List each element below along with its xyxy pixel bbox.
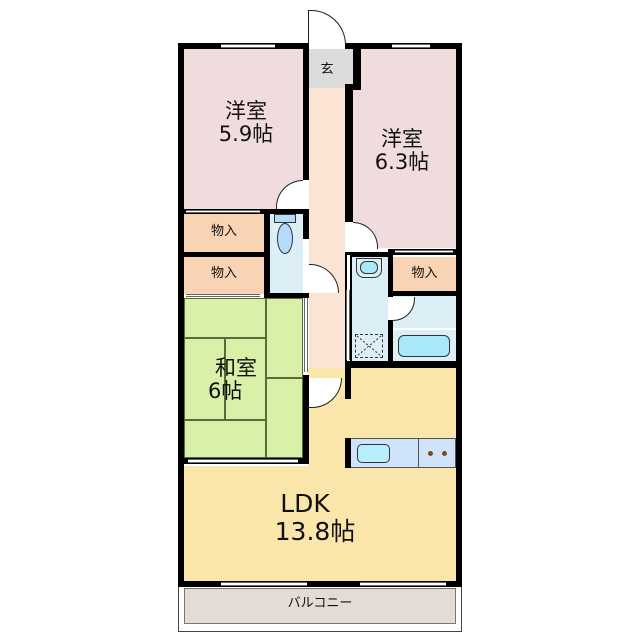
- western-room-2: [353, 49, 456, 248]
- window-room2-storage[interactable]: [395, 250, 453, 253]
- tatami-mat: [184, 298, 266, 338]
- tatami-mat: [184, 420, 266, 458]
- wall-storage-divider: [184, 252, 270, 257]
- hallway: [309, 88, 345, 378]
- window-japanese-ldk[interactable]: [188, 459, 298, 463]
- wall-wash-top: [345, 252, 393, 257]
- wall-storage-right: [264, 209, 270, 298]
- room-name: 洋室: [225, 99, 267, 123]
- room-label-western-1: 洋室 5.9帖: [196, 99, 296, 147]
- wall-ldk-stub: [345, 361, 351, 399]
- ldk-room: [184, 466, 456, 581]
- room-size: 6.3帖: [374, 150, 430, 175]
- room-name: LDK: [280, 489, 330, 518]
- room-label-japanese: 和室 6帖: [186, 356, 286, 404]
- tatami-mat: [266, 378, 303, 458]
- room-label-entrance: 玄: [320, 62, 334, 77]
- tatami-mat: [184, 338, 225, 420]
- wall-toilet-right: [303, 209, 309, 239]
- room-size: 6帖: [208, 379, 243, 404]
- sink-icon: [357, 444, 390, 463]
- wall-bath-bottom: [345, 361, 456, 368]
- entrance-door[interactable]: [308, 10, 346, 45]
- window-room2[interactable]: [392, 44, 430, 48]
- wall-hall-left: [303, 43, 309, 180]
- room-label-western-2: 洋室 6.3帖: [352, 127, 452, 175]
- wall-entrance-bottom: [345, 84, 361, 90]
- room-size: 13.8帖: [274, 516, 356, 546]
- stove-burner-icon: [442, 451, 447, 456]
- room-label-storage-2: 物入: [210, 266, 237, 281]
- kitchen-wall: [345, 438, 351, 468]
- room-label-balcony: バルコニー: [287, 596, 353, 611]
- toilet-bowl-icon: [277, 223, 293, 254]
- western-room-1: [184, 49, 303, 211]
- window-storage2[interactable]: [186, 294, 260, 297]
- sliding-door-japanese-hall[interactable]: [304, 298, 308, 372]
- wall-left: [178, 43, 184, 587]
- window-storage1[interactable]: [186, 210, 260, 213]
- tatami-mat: [225, 338, 266, 420]
- wall-wash-right-lower: [388, 320, 393, 365]
- sliding-door-wash-hall[interactable]: [346, 290, 350, 360]
- window-ldk-balcony-1[interactable]: [221, 582, 307, 586]
- room-name: 和室: [215, 356, 257, 380]
- wall-bottom: [178, 581, 462, 587]
- storage-1: [184, 214, 264, 252]
- window-ldk-balcony-2[interactable]: [360, 582, 446, 586]
- wall-toilet-bottom: [264, 293, 309, 298]
- wall-entrance-right: [353, 43, 361, 90]
- stove-burner-icon: [428, 451, 433, 456]
- room-size: 5.9帖: [218, 122, 274, 147]
- wall-storage3-bottom: [388, 291, 456, 296]
- washing-machine-pan-icon: [355, 334, 383, 358]
- window-room1[interactable]: [221, 44, 275, 48]
- wall-hall-right: [345, 86, 353, 222]
- bathtub-icon: [398, 335, 450, 357]
- entrance-step: [345, 49, 353, 86]
- counter-divider: [418, 438, 419, 468]
- tatami-mat: [266, 298, 303, 378]
- storage-3: [393, 257, 456, 291]
- room-label-ldk: LDK 13.8帖: [240, 490, 370, 545]
- room-label-storage-1: 物入: [210, 224, 237, 239]
- wall-right: [456, 43, 462, 587]
- washbasin-bowl-icon: [360, 261, 378, 274]
- toilet-tank-icon: [274, 214, 296, 223]
- room-label-storage-3: 物入: [411, 266, 438, 281]
- entrance: [309, 49, 345, 88]
- washing-machine-cross-icon: [356, 335, 382, 357]
- wall-wash-right: [388, 252, 393, 297]
- room-name: 洋室: [381, 127, 423, 151]
- storage-2: [184, 257, 264, 294]
- wall-japanese-right: [303, 375, 309, 464]
- balcony-floor: [184, 588, 456, 624]
